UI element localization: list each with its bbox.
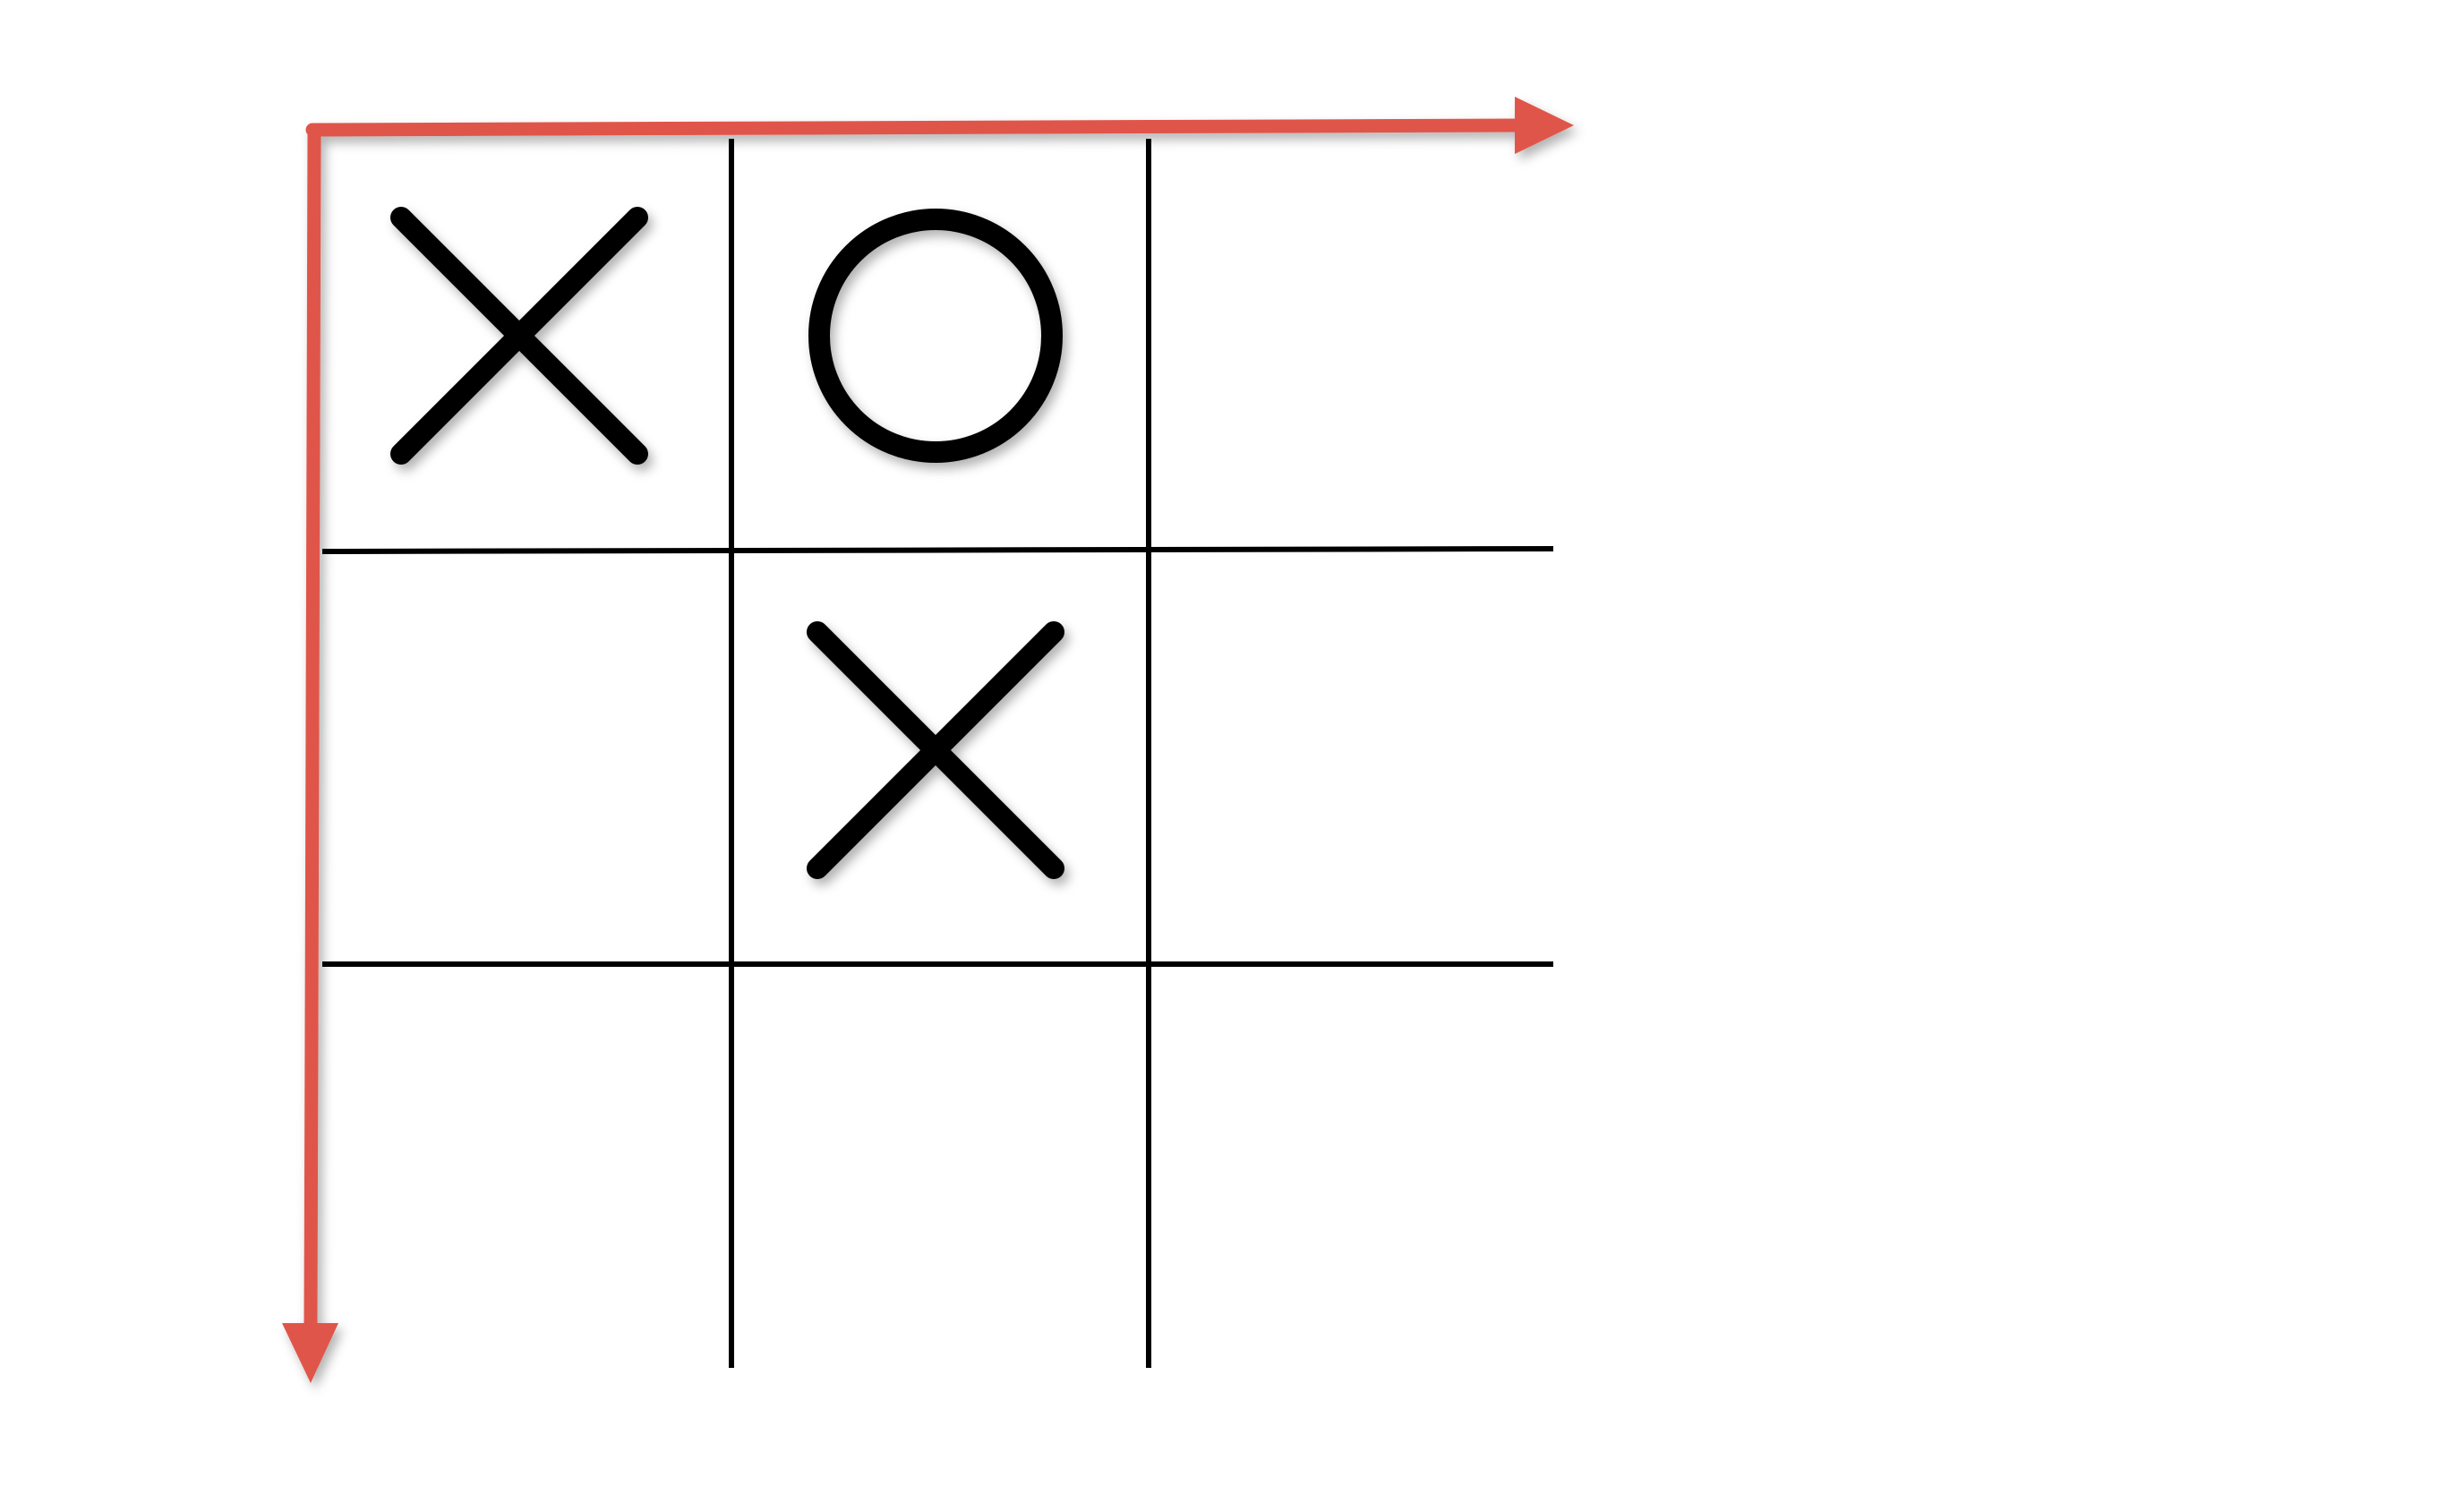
x-mark-r1-c1 bbox=[390, 207, 648, 465]
x-mark-r2-c2 bbox=[807, 621, 1064, 879]
grid-line-horizontal-1 bbox=[321, 546, 1554, 554]
x-axis-arrowhead bbox=[1515, 97, 1574, 154]
x-axis-arrow-line bbox=[305, 118, 1529, 137]
coordinate-axes bbox=[282, 97, 1574, 1383]
x-mark-stroke bbox=[390, 207, 648, 465]
y-axis-arrow-line bbox=[303, 123, 321, 1337]
x-mark-stroke bbox=[807, 621, 1064, 879]
y-axis-arrowhead bbox=[282, 1323, 338, 1383]
board-grid bbox=[321, 139, 1554, 1368]
board-marks bbox=[390, 207, 1064, 879]
o-mark-r1-c2 bbox=[808, 209, 1063, 463]
